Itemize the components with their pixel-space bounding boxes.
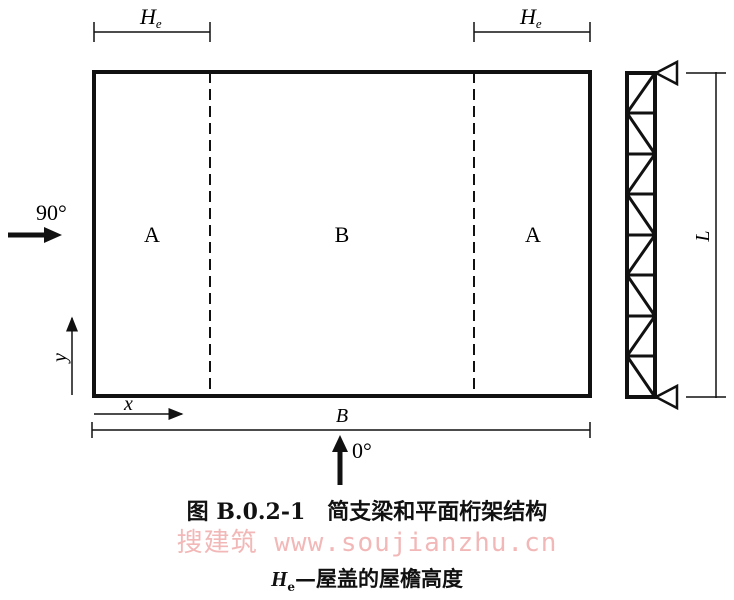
zone-a-left: A [144, 222, 160, 247]
angle-90-label: 90° [36, 200, 67, 225]
length-dimension-l [686, 72, 726, 398]
width-dimension-b [91, 422, 591, 438]
width-label-b: B [336, 405, 348, 427]
wind-arrow-0 [332, 435, 348, 485]
note-symbol: H [271, 567, 288, 591]
roof-outline [92, 70, 592, 398]
note-subscript: e [287, 580, 295, 594]
zone-b: B [335, 222, 350, 247]
length-label-l: L [692, 230, 714, 242]
watermark: 搜建筑 www.soujianzhu.cn [176, 528, 558, 558]
he-label-left: He [139, 4, 162, 31]
y-axis-label: y [49, 353, 71, 364]
he-dimension-left [93, 22, 211, 42]
x-axis-label: x [123, 393, 133, 415]
he-dimension-right [473, 22, 591, 42]
note-text: —屋盖的屋檐高度 [294, 566, 463, 591]
angle-0-label: 0° [352, 438, 372, 463]
he-label-right: He [519, 4, 542, 31]
plane-truss [625, 59, 679, 411]
support-top-icon [653, 59, 679, 87]
figure-caption-title: 图 B.0.2-1 简支梁和平面桁架结构 [186, 499, 548, 525]
zone-a-right: A [525, 222, 541, 247]
support-bottom-icon [653, 383, 679, 411]
figure-caption-note: He—屋盖的屋檐高度 [0, 565, 734, 593]
wind-arrow-90 [8, 227, 62, 243]
